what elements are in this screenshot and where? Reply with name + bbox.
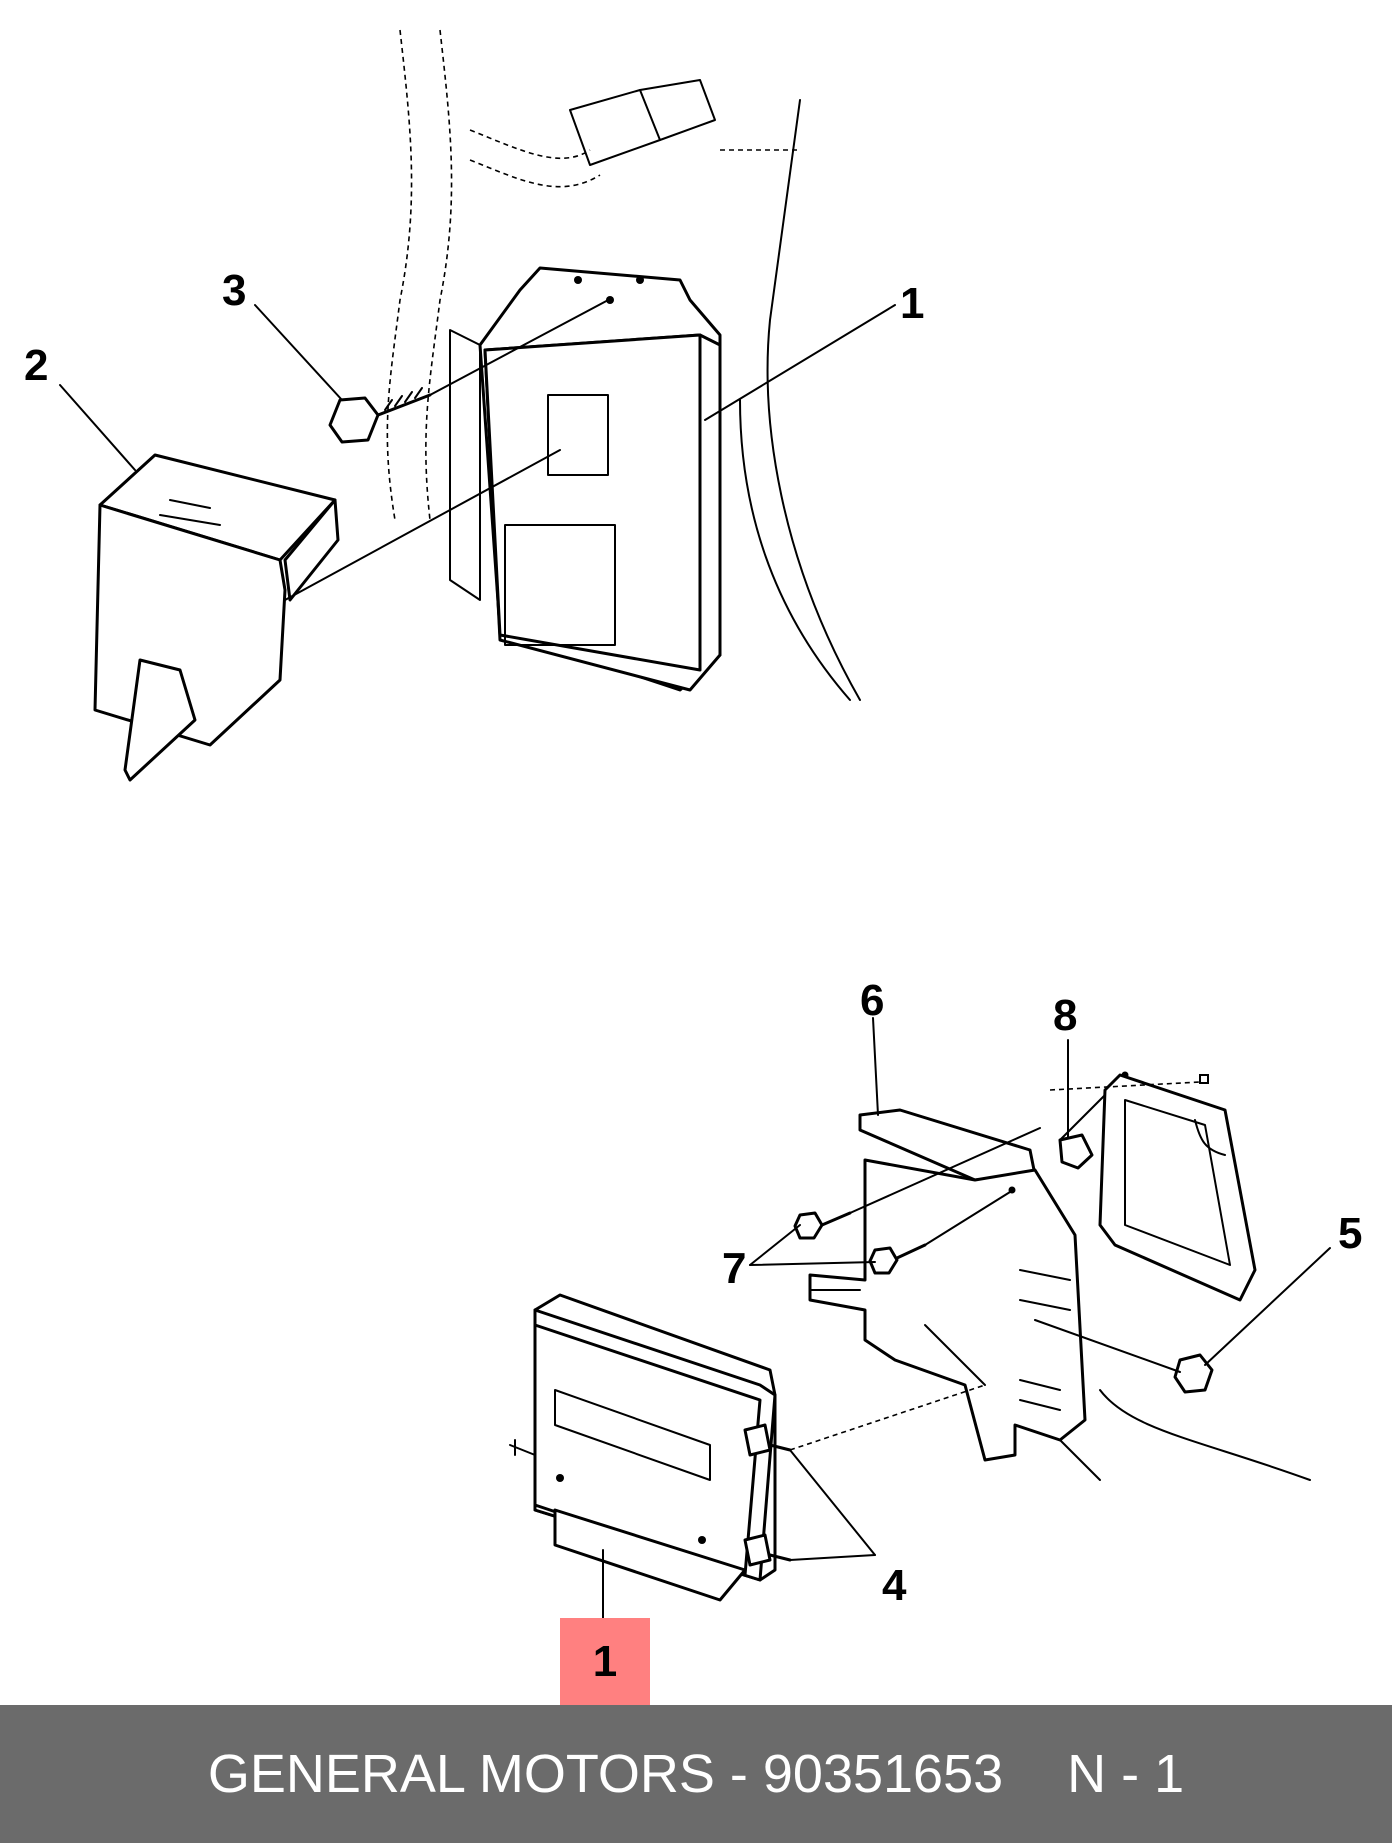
lower-assembly: 4 5 6 7 8 (509, 976, 1362, 1623)
callout-8: 8 (1053, 991, 1077, 1040)
callout-2: 2 (24, 341, 48, 390)
highlighted-part-marker (560, 1618, 650, 1706)
quantity-text: N - 1 (1067, 1744, 1185, 1804)
callout-4: 4 (882, 1561, 907, 1610)
part-footer-bar: GENERAL MOTORS - 90351653 N - 1 (0, 1705, 1392, 1843)
callout-7: 7 (722, 1244, 746, 1293)
callout-1-upper: 1 (900, 279, 924, 328)
callout-3: 3 (222, 266, 246, 315)
callout-6: 6 (860, 976, 884, 1025)
upper-assembly: 1 2 3 (24, 29, 924, 782)
callout-1-highlighted: 1 (592, 1637, 618, 1686)
callout-5: 5 (1338, 1209, 1362, 1258)
part-number-text: GENERAL MOTORS - 90351653 (207, 1744, 1004, 1804)
